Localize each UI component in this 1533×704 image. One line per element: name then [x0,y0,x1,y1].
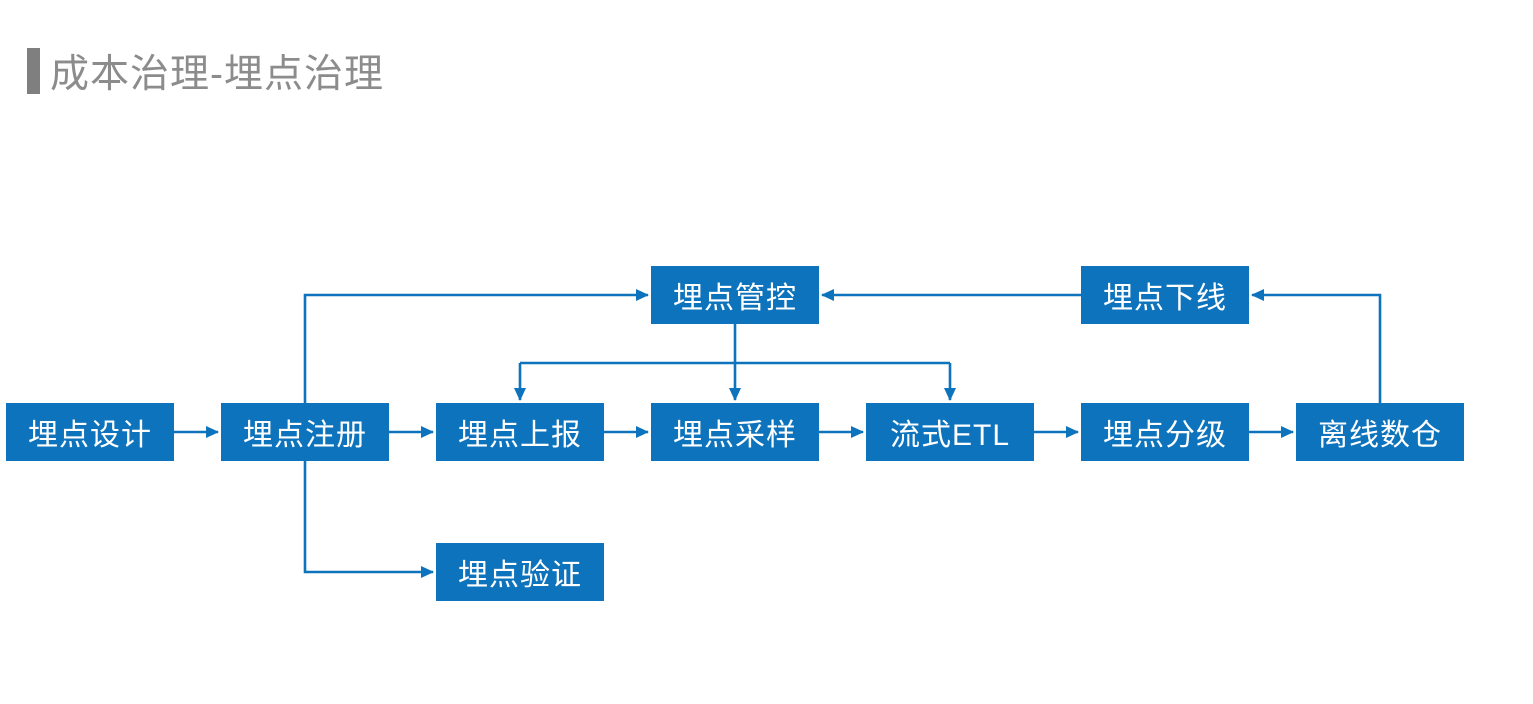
flow-node-tracking-offline: 埋点下线 [1081,266,1249,324]
flow-node-tracking-grading: 埋点分级 [1081,403,1249,461]
flow-node-offline-warehouse: 离线数仓 [1296,403,1464,461]
flow-node-tracking-design: 埋点设计 [6,403,174,461]
flow-node-tracking-reporting: 埋点上报 [436,403,604,461]
flow-node-streaming-etl: 流式ETL [866,403,1034,461]
page-title: 成本治理-埋点治理 [50,53,384,96]
title-accent-bar [27,48,40,94]
flow-node-tracking-registration: 埋点注册 [221,403,389,461]
page-title-block: 成本治理-埋点治理 [27,43,384,99]
flow-node-tracking-control: 埋点管控 [651,266,819,324]
edge-register-control [303,289,649,403]
flow-node-tracking-verification: 埋点验证 [436,543,604,601]
edge-warehouse-offline [1251,289,1382,403]
edge-register-verification [303,461,434,578]
flow-node-tracking-sampling: 埋点采样 [651,403,819,461]
